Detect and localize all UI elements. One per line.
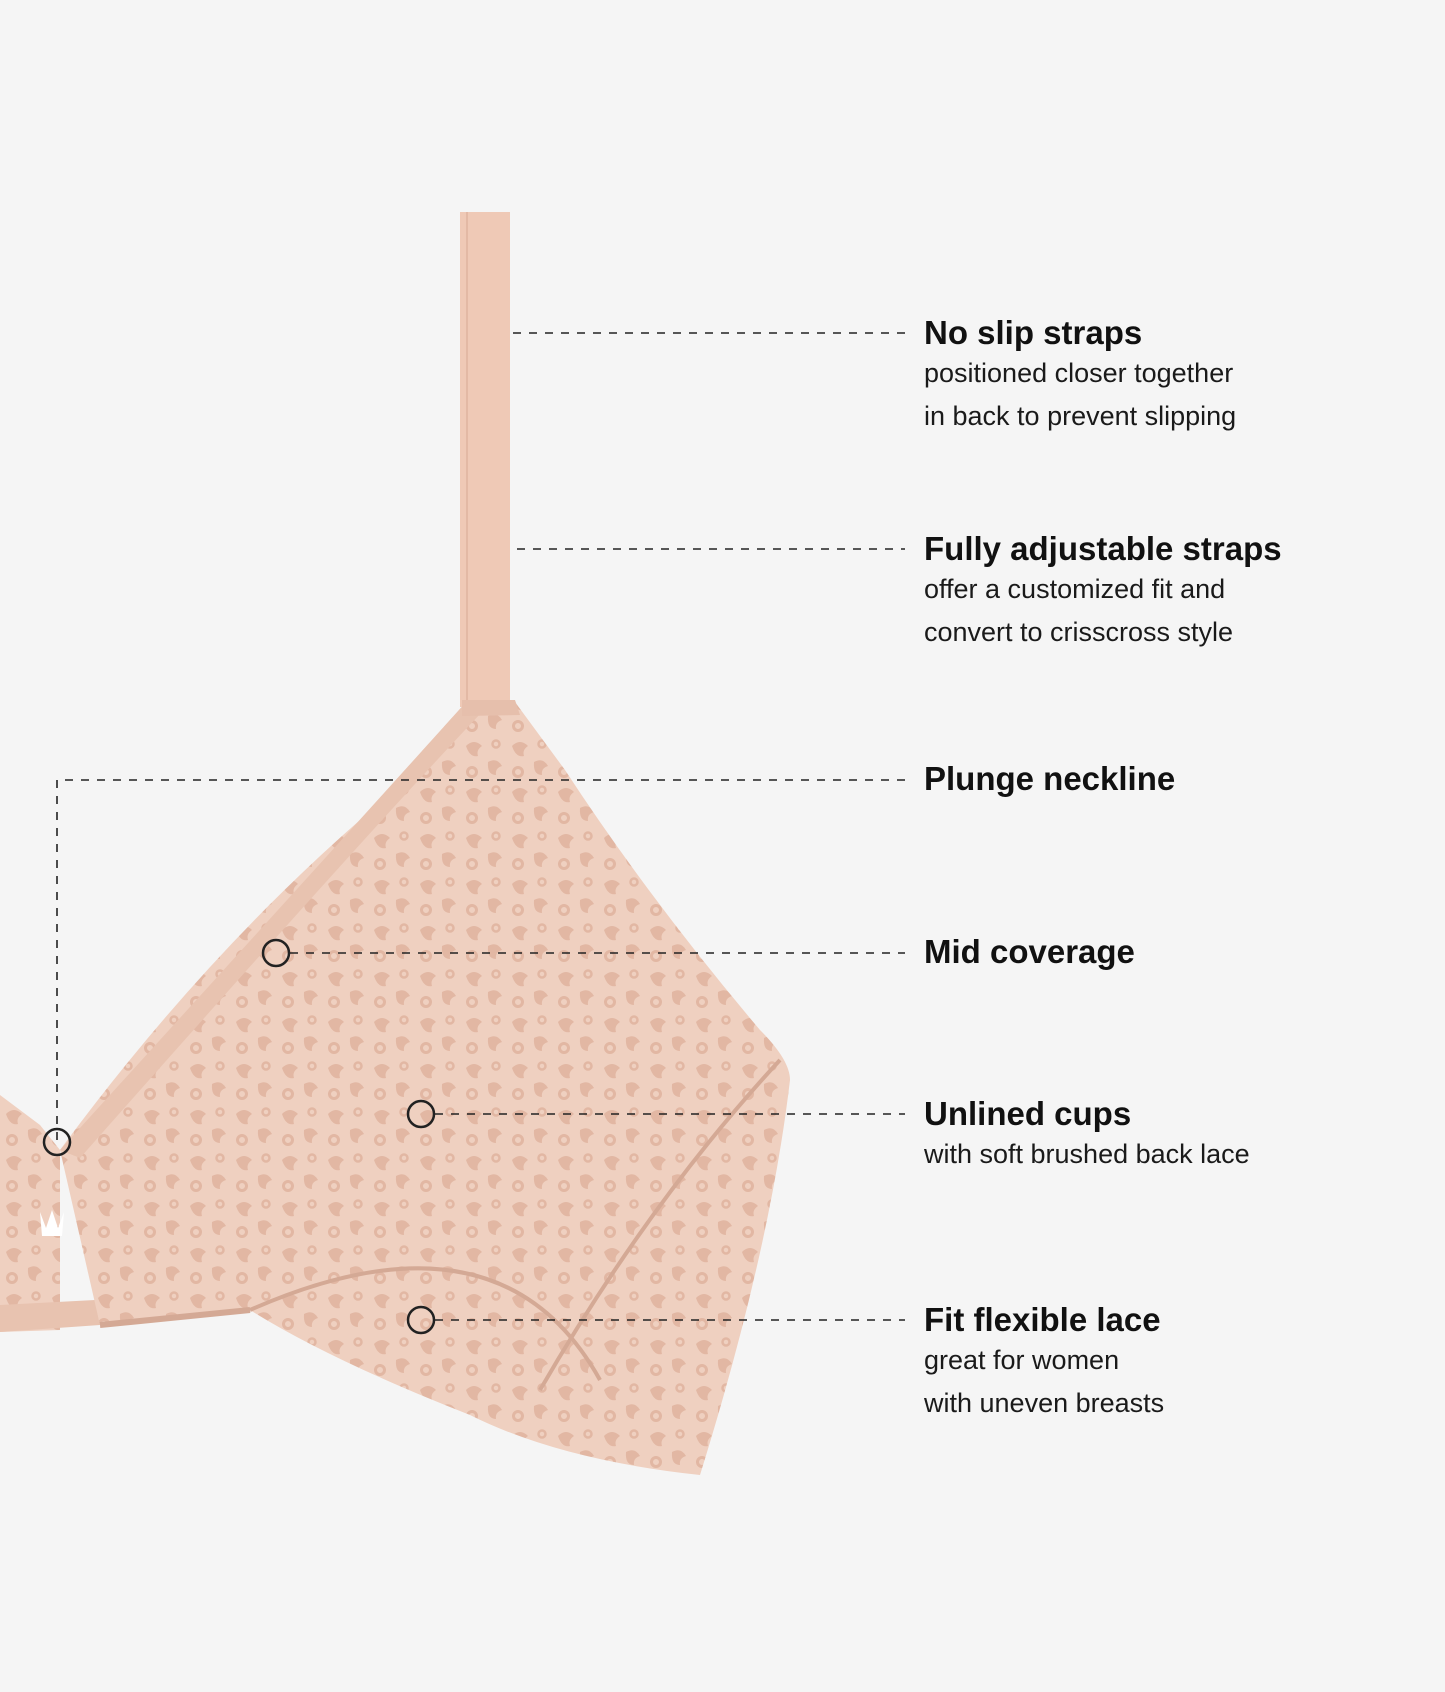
- marker-plunge: [42, 1127, 72, 1157]
- marker-lace: [406, 1305, 436, 1335]
- feature-desc: positioned closer together: [924, 358, 1234, 388]
- crown-logo-icon: [40, 1210, 64, 1236]
- callout-plunge-neckline: Plunge neckline: [924, 760, 1175, 798]
- callout-unlined-cups: Unlined cups with soft brushed back lace: [924, 1095, 1250, 1176]
- feature-desc: with uneven breasts: [924, 1388, 1165, 1418]
- marker-unlined: [406, 1099, 436, 1129]
- callout-no-slip-straps: No slip straps positioned closer togethe…: [924, 314, 1236, 438]
- callout-mid-coverage: Mid coverage: [924, 933, 1135, 971]
- feature-desc: great for women: [924, 1345, 1120, 1375]
- feature-title: No slip straps: [924, 314, 1143, 351]
- feature-desc: offer a customized fit and: [924, 574, 1226, 604]
- neckline-trim: [60, 700, 482, 1158]
- callout-fit-flexible-lace: Fit flexible lace great for women with u…: [924, 1301, 1164, 1425]
- feature-desc: in back to prevent slipping: [924, 401, 1237, 431]
- strap: [460, 212, 510, 707]
- feature-title: Mid coverage: [924, 933, 1135, 970]
- callout-fully-adjustable-straps: Fully adjustable straps offer a customiz…: [924, 530, 1282, 654]
- left-cup-fragment: [0, 1095, 60, 1332]
- feature-title: Unlined cups: [924, 1095, 1132, 1132]
- feature-title: Plunge neckline: [924, 760, 1176, 797]
- leader-plunge: [56, 779, 905, 1140]
- feature-desc: with soft brushed back lace: [924, 1139, 1250, 1169]
- main-cup: [60, 700, 790, 1475]
- feature-desc: convert to crisscross style: [924, 617, 1234, 647]
- feature-title: Fit flexible lace: [924, 1301, 1161, 1338]
- feature-title: Fully adjustable straps: [924, 530, 1282, 567]
- marker-mid-coverage: [261, 938, 291, 968]
